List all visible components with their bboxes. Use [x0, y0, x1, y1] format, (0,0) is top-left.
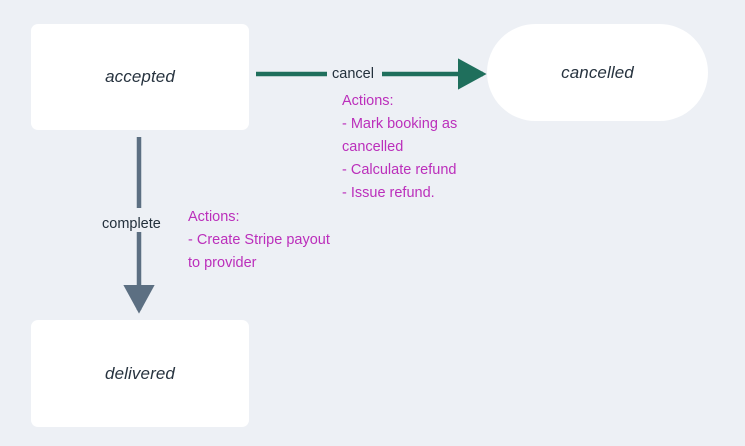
note-line: to provider — [188, 255, 257, 271]
note-line: Actions: — [342, 93, 394, 109]
note-line: - Issue refund. — [342, 185, 435, 201]
state-node-cancelled-label: cancelled — [561, 62, 634, 82]
state-node-accepted-label: accepted — [105, 67, 175, 86]
state-node-delivered[interactable]: delivered — [31, 320, 249, 427]
note-line: - Calculate refund — [342, 162, 457, 178]
note-line: - Create Stripe payout — [188, 232, 330, 248]
note-line: cancelled — [342, 139, 404, 155]
state-node-cancelled[interactable]: cancelled — [487, 24, 708, 121]
edge-label-complete: complete — [100, 216, 163, 232]
state-node-delivered-label: delivered — [105, 363, 175, 383]
note-line: Actions: — [188, 209, 240, 225]
note-line: - Mark booking as — [342, 116, 458, 132]
edge-label-cancel: cancel — [330, 66, 376, 82]
note-cancel-actions: Actions: - Mark booking as cancelled - C… — [342, 90, 457, 205]
note-complete-actions: Actions: - Create Stripe payout to provi… — [188, 206, 330, 275]
state-node-accepted[interactable]: accepted — [31, 24, 249, 130]
